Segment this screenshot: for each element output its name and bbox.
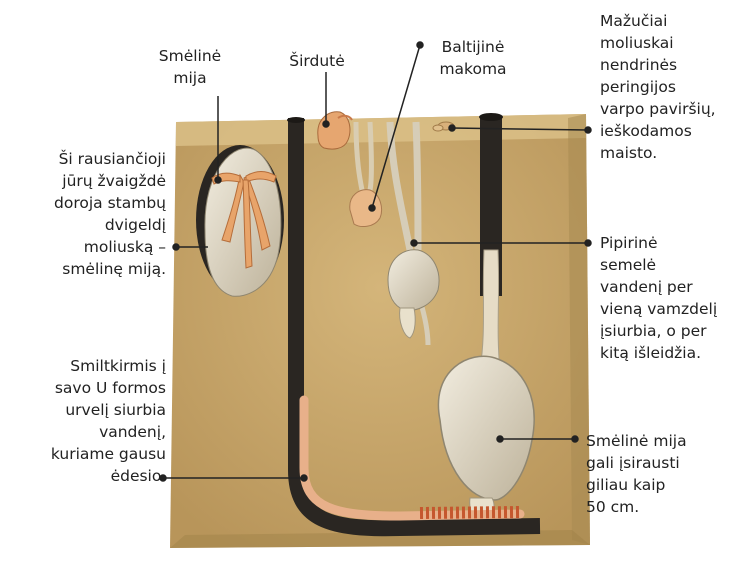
peppery-furrow-shell-body [388, 250, 439, 311]
label-peppery-furrow-shell: Pipirinė semelė vandenį per vieną vamzde… [600, 232, 717, 364]
label-lugworm: Smiltkirmis į savo U formos urvelį siurb… [8, 355, 166, 487]
label-baltic-macoma: Baltijinė makoma [418, 36, 528, 80]
label-sand-gaper-bottom: Smėlinė mija gali įsirausti giliau kaip … [586, 430, 687, 518]
baltic-macoma-shell [350, 190, 382, 227]
label-cockle: Širdutė [262, 50, 372, 72]
label-starfish: Ši rausiančioji jūrų žvaigždė doroja sta… [8, 148, 166, 280]
label-tiny-molluscs: Mažučiai moliuskai nendrinės peringijos … [600, 10, 716, 164]
label-sand-gaper-top: Smėlinė mija [140, 45, 240, 89]
